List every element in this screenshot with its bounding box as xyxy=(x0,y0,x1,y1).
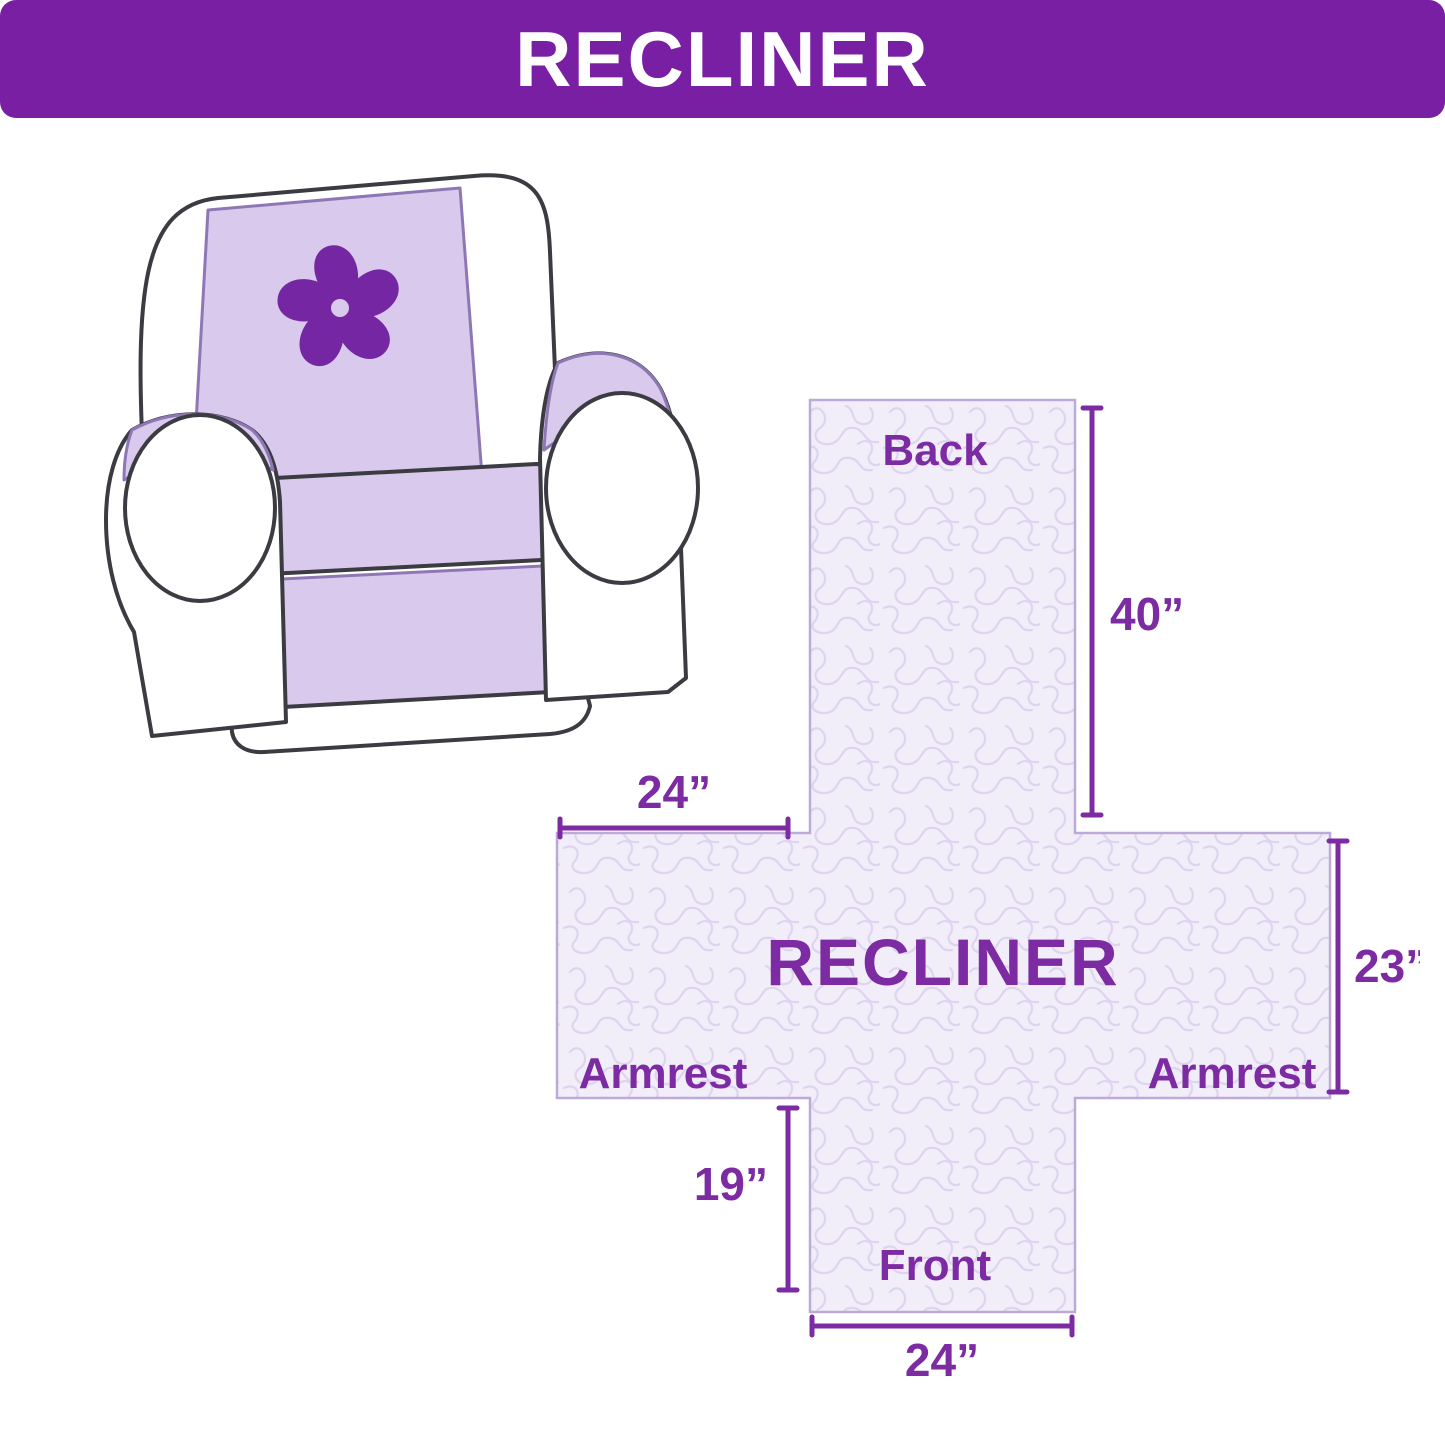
armrest-right-label: Armrest xyxy=(1148,1049,1317,1098)
chair-base xyxy=(228,688,592,755)
back-height-value: 40” xyxy=(1110,588,1184,640)
title-banner: RECLINER xyxy=(0,0,1445,118)
dimension-front-width: 24” xyxy=(809,1314,1075,1386)
chair-right-arm-front xyxy=(544,391,700,585)
center-label: RECLINER xyxy=(766,925,1119,999)
pinwheel-icon xyxy=(269,240,399,374)
armrest-top-width-value: 24” xyxy=(637,766,711,818)
chair-line-art xyxy=(104,173,700,755)
dimension-side-height: 23” xyxy=(1326,838,1420,1095)
page-title: RECLINER xyxy=(515,14,930,103)
front-width-value: 24” xyxy=(905,1334,979,1386)
front-flap-height-value: 19” xyxy=(694,1158,768,1210)
front-label: Front xyxy=(879,1241,992,1290)
side-height-value: 23” xyxy=(1354,940,1420,992)
dimension-front-flap-height: 19” xyxy=(694,1105,800,1293)
dimension-armrest-top-width: 24” xyxy=(557,766,791,840)
armrest-left-label: Armrest xyxy=(579,1049,748,1098)
cover-outline xyxy=(555,398,1332,1314)
chair-illustration xyxy=(104,173,700,755)
cover-pattern-diagram: Back RECLINER Armrest Armrest Front 40” … xyxy=(555,398,1420,1386)
dimension-back-height: 40” xyxy=(1080,405,1184,818)
chair-left-arm-front xyxy=(123,413,277,603)
back-label: Back xyxy=(882,426,988,475)
